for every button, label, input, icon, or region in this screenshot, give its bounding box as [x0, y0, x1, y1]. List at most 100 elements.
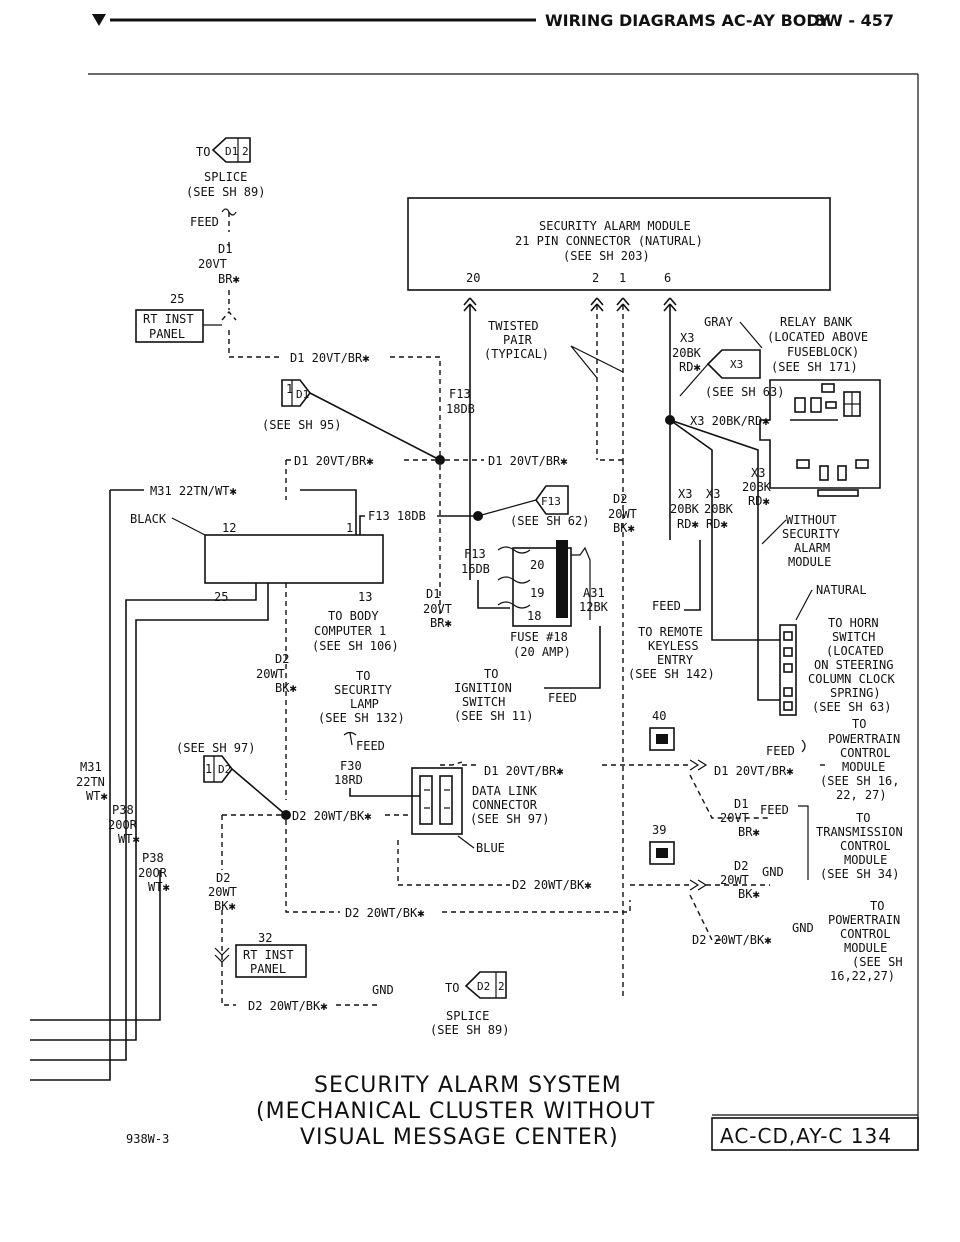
splice-connector-symbol [211, 137, 251, 163]
pcm-b-5: (SEE SH [852, 955, 903, 969]
blue-label: BLUE [476, 841, 505, 855]
title-line-3: VISUAL MESSAGE CENTER) [300, 1125, 619, 1150]
d1-b: 20VT [423, 602, 452, 616]
horn-4: ON STEERING [814, 658, 893, 672]
wire-br: BR✱ [218, 272, 240, 286]
x3-wire-label: X3 20BK/RD✱ [690, 414, 769, 428]
gnd-pcm: GND [792, 921, 814, 935]
splice-see: (SEE SH 89) [186, 185, 265, 199]
dlc-2: CONNECTOR [472, 798, 538, 812]
d2-b: 20WT [256, 667, 285, 681]
d2-tcm-2: 20WT [720, 873, 749, 887]
lamp-1: TO [356, 669, 370, 683]
f13-16db-1: F13 [464, 547, 486, 561]
pcm-b-2: POWERTRAIN [828, 913, 900, 927]
twisted-label-3: (TYPICAL) [484, 347, 549, 361]
tcm-2: TRANSMISSION [816, 825, 903, 839]
see-sh-97a: (SEE SH 97) [176, 741, 255, 755]
d2-wire-1: D2 20WT/BK✱ [292, 809, 371, 823]
d1-tcm-1: D1 [734, 797, 748, 811]
fuse-block: 20 19 18 [497, 540, 572, 627]
header-text: WIRING DIAGRAMS AC-AY BODY [545, 11, 830, 30]
d2-ref-num: 2 [498, 980, 505, 993]
top-left-splice: TO D1 2 SPLICE (SEE SH 89) FEED D1 20VT … [135, 137, 265, 343]
fuse-18: 18 [527, 609, 541, 623]
see-sh-63: (SEE SH 63) [705, 385, 784, 399]
to-bottom: TO [445, 981, 459, 995]
feed-tcm: FEED [760, 803, 789, 817]
panel-2: PANEL [250, 962, 286, 976]
d2l-3: BK✱ [214, 899, 236, 913]
pcm-2: POWERTRAIN [828, 732, 900, 746]
conn-1b: 1 [205, 762, 212, 776]
conn-d2: D2 [218, 763, 231, 776]
p38-d: P38 [142, 851, 164, 865]
pin-40: 40 [652, 709, 666, 723]
ign-2: IGNITION [454, 681, 512, 695]
panel-label: PANEL [149, 327, 185, 341]
p38-f: WT✱ [148, 880, 170, 894]
d2-c: BK✱ [275, 681, 297, 695]
module-line2: 21 PIN CONNECTOR (NATURAL) [515, 234, 703, 248]
splice-label: SPLICE [204, 170, 247, 184]
x3d-2: 20BK [742, 480, 772, 494]
p38-a: P38 [112, 803, 134, 817]
d2-wire-2: D2 20WT/BK✱ [512, 878, 591, 892]
f30-feed: FEED [356, 739, 385, 753]
d1-connector [281, 379, 312, 407]
x3c-3: RD✱ [706, 517, 728, 531]
remote-2: KEYLESS [648, 639, 699, 653]
module-line1: SECURITY ALARM MODULE [539, 219, 691, 233]
pin-32: 32 [258, 931, 272, 945]
x3-label-2: 20BK [672, 346, 702, 360]
conn-d1: D1 [296, 388, 309, 401]
d2-bottom: D2 20WT/BK✱ [248, 999, 327, 1013]
pin-25: 25 [170, 292, 184, 306]
wire-20vt: 20VT [198, 257, 227, 271]
to-label: TO [196, 145, 210, 159]
pin-12: 12 [222, 521, 236, 535]
wire-d1-label-top: D1 20VT/BR✱ [290, 351, 369, 365]
ign-4: (SEE SH 11) [454, 709, 533, 723]
fuse-19: 19 [530, 586, 544, 600]
page-header: WIRING DIAGRAMS AC-AY BODY 8W - 457 [92, 11, 894, 30]
pcm-3: CONTROL [840, 746, 891, 760]
m31-a: M31 [80, 760, 102, 774]
horn-7: (SEE SH 63) [812, 700, 891, 714]
d1-tcm-3: BR✱ [738, 825, 760, 839]
relay-bank-4: (SEE SH 171) [771, 360, 858, 374]
splice-b: SPLICE [446, 1009, 489, 1023]
pin-39-box [649, 841, 675, 865]
header-marker [92, 14, 106, 26]
see-sh-62: (SEE SH 62) [510, 514, 589, 528]
a31-1: A31 [583, 586, 605, 600]
d1-right: D1 20VT/BR✱ [714, 764, 793, 778]
pcm-b-4: MODULE [844, 941, 887, 955]
x3b-2: 20BK [670, 502, 700, 516]
horn-6: SPRING) [830, 686, 881, 700]
f30-a: F30 [340, 759, 362, 773]
body-3: (SEE SH 106) [312, 639, 399, 653]
d1-wire-right: D1 20VT/BR✱ [488, 454, 567, 468]
pin-25b: 25 [214, 590, 228, 604]
x3b-1: X3 [678, 487, 692, 501]
feed-label: FEED [190, 215, 219, 229]
gnd-bottom: GND [372, 983, 394, 997]
p38-e: 20OR [138, 866, 168, 880]
d2-wt-3: BK✱ [613, 521, 635, 535]
without-3: ALARM [794, 541, 830, 555]
relay-bank-symbol [759, 379, 881, 497]
data-link-connector [411, 767, 463, 835]
twisted-label-2: PAIR [503, 333, 533, 347]
relay-bank-1: RELAY BANK [780, 315, 853, 329]
pcm-6: 22, 27) [836, 788, 887, 802]
page-code-box [711, 1117, 919, 1151]
twisted-label-1: TWISTED [488, 319, 539, 333]
d1-tcm-2: 20VT [720, 811, 749, 825]
x3-connector-label: X3 [730, 358, 743, 371]
body-2: COMPUTER 1 [314, 624, 386, 638]
module-line3: (SEE SH 203) [563, 249, 650, 263]
module-pin-20: 20 [466, 271, 480, 285]
title-block: SECURITY ALARM SYSTEM (MECHANICAL CLUSTE… [126, 1073, 919, 1151]
